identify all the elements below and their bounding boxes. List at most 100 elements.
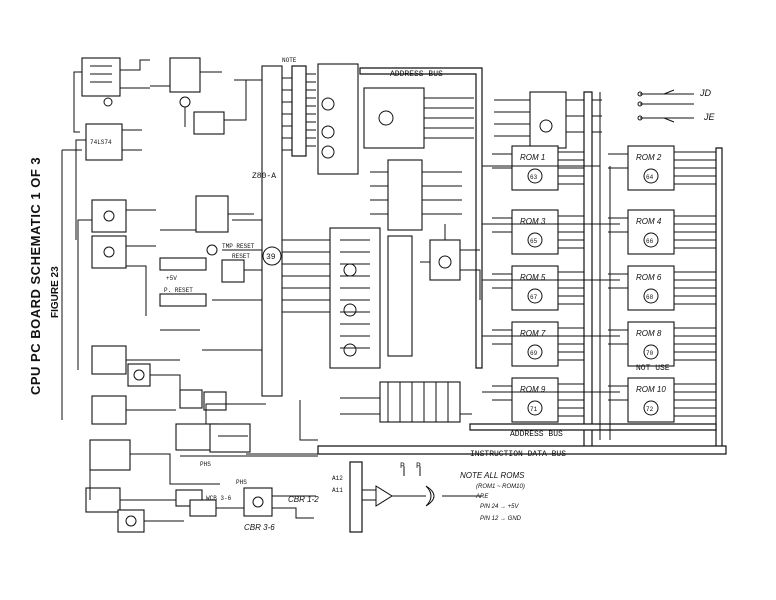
svg-text:P: P [416, 462, 421, 471]
reset-label: RESET [232, 253, 250, 260]
rom-bus-wires [492, 151, 584, 185]
a11-label: A11 [332, 487, 343, 494]
rom-number: 68 [646, 294, 654, 301]
transistor-stage [150, 57, 270, 135]
rom-name: ROM 2 [636, 153, 662, 162]
rom-number: 69 [530, 350, 538, 357]
p-reset-label: P. RESET [164, 287, 193, 294]
rom-number: 64 [646, 174, 654, 181]
rom-number: 67 [530, 294, 538, 301]
left-gates: PHS [77, 199, 251, 468]
instruction-data-bus-label: INSTRUCTION DATA BUS [470, 450, 566, 459]
rom-number-circle [643, 288, 659, 304]
rom-name: ROM 8 [636, 329, 662, 338]
bottom-center-gates: P P A12 A11 [332, 461, 482, 533]
rom-number: 66 [646, 238, 654, 245]
rom-name: ROM 6 [636, 273, 662, 282]
rom-number-circle [527, 232, 543, 248]
z80-cpu: Z80-A 39 [202, 65, 292, 397]
rom-note: NOTE ALL ROMS (ROM1 ~ ROM10) ARE PIN 24 … [460, 471, 525, 522]
rom-chip: ROM 7 69 [492, 321, 584, 367]
note-title: NOTE ALL ROMS [460, 471, 525, 480]
rom-number-circle [643, 232, 659, 248]
rom-chip: ROM 1 63 [492, 145, 584, 191]
header-note: NOTE [282, 57, 297, 64]
rom-number-circle [527, 168, 543, 184]
address-bus-label-bottom: ADDRESS BUS [510, 430, 563, 439]
rom-number: 71 [530, 406, 538, 413]
rom-number-circle [643, 400, 659, 416]
rom-chip: ROM 2 64 [608, 145, 716, 191]
cpu-part-label: Z80-A [252, 172, 276, 181]
note-line4: PIN 12 → GND [480, 516, 522, 522]
rom-number-circle [643, 344, 659, 360]
instruction-data-bus: INSTRUCTION DATA BUS [317, 445, 727, 459]
data-bus-buffers [292, 227, 413, 369]
wcb-label: WCB 3-6 [206, 495, 232, 502]
ic-decoder [363, 87, 474, 149]
cbr36-label: CBR 3-6 [244, 523, 275, 532]
rom-number-circle [643, 168, 659, 184]
rom-name: ROM 7 [520, 329, 546, 338]
jumper-jd: JD [699, 88, 712, 98]
rom-number: 63 [530, 174, 538, 181]
rom-name: ROM 10 [636, 385, 666, 394]
rom-name: ROM 3 [520, 217, 546, 226]
rom-bus-wires [608, 215, 716, 249]
phs-label: PHS [200, 461, 211, 468]
cbr12-label: CBR 1-2 [288, 495, 319, 504]
rom-chip: ROM 8 70 [608, 321, 716, 367]
svg-text:74LS74: 74LS74 [90, 139, 112, 146]
phs-label-2: PHS [236, 479, 247, 486]
jumper-je: JE [703, 112, 716, 122]
reset-circuit: TMP RESET RESET P. RESET +5V [159, 195, 262, 307]
data-bus-vertical [583, 91, 723, 453]
address-bus-top: ADDRESS BUS [359, 67, 483, 369]
rom-bus-wires [608, 383, 716, 417]
ic-74ls74-top: 74LS74 [75, 123, 142, 240]
rom-number: 70 [646, 350, 654, 357]
rom-chip: ROM 6 68 [608, 265, 716, 311]
rom-chip: ROM 4 66 [608, 209, 716, 255]
jumper-block: JD JE [637, 88, 716, 123]
ic-multiplexer [370, 159, 462, 231]
rom-name: ROM 1 [520, 153, 545, 162]
a12-label: A12 [332, 475, 343, 482]
rom-bus-wires [608, 151, 716, 185]
note-line1: (ROM1 ~ ROM10) [476, 484, 525, 490]
rom-chip: ROM 5 67 [492, 265, 584, 311]
rom-number-circle [527, 288, 543, 304]
rom-number-circle [527, 344, 543, 360]
rom-chip: ROM 10 72 [608, 377, 716, 423]
not-use-label: NOT USE [636, 364, 670, 373]
cpu-number: 39 [266, 253, 276, 262]
latch-array [340, 381, 472, 423]
plus5v-label: +5V [166, 275, 177, 282]
address-bus-bottom: ADDRESS BUS [469, 423, 717, 439]
note-line3: PIN 24 → +5V [480, 504, 520, 510]
address-bus-label-top: ADDRESS BUS [390, 70, 443, 79]
rom-chip: ROM 9 71 [492, 377, 584, 423]
tmp-reset-label: TMP RESET [222, 243, 255, 250]
rom-select-decoder [494, 91, 584, 149]
cpu-address-pins: NOTE [282, 57, 359, 175]
rom-number: 72 [646, 406, 654, 413]
rom-body [511, 377, 559, 423]
timer-section [420, 224, 481, 300]
rom-bus-wires [608, 271, 716, 305]
clock-oscillator [73, 57, 150, 133]
note-line2: ARE [475, 494, 489, 500]
rom-bus-wires [608, 327, 716, 361]
bus-feed-wires [482, 92, 620, 440]
rom-chip: ROM 3 65 [492, 209, 584, 255]
rom-number: 65 [530, 238, 538, 245]
rom-name: ROM 5 [520, 273, 546, 282]
bottom-left-logic: PHS CBR 1-2 CBR 3-6 WCB 3-6 [85, 439, 319, 533]
rom-number-circle [527, 400, 543, 416]
rom-name: ROM 4 [636, 217, 662, 226]
rom-name: ROM 9 [520, 385, 546, 394]
svg-text:P: P [400, 462, 405, 471]
